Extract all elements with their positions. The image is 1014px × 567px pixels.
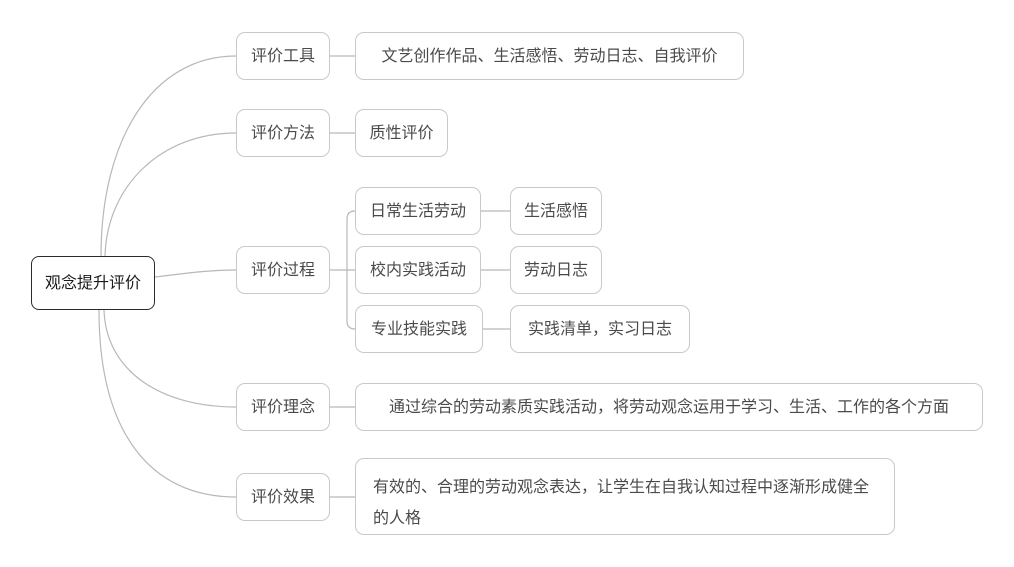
node-tool-detail[interactable]: 文艺创作作品、生活感悟、劳动日志、自我评价 xyxy=(355,32,744,80)
node-eval-concept[interactable]: 评价理念 xyxy=(236,383,330,431)
node-campus-practice[interactable]: 校内实践活动 xyxy=(355,246,481,294)
node-method-detail[interactable]: 质性评价 xyxy=(355,109,448,157)
node-life-reflection[interactable]: 生活感悟 xyxy=(510,187,602,235)
connector-process-to-daily xyxy=(346,210,356,270)
node-daily-labor[interactable]: 日常生活劳动 xyxy=(355,187,481,235)
node-root[interactable]: 观念提升评价 xyxy=(31,256,155,310)
connector-root-to-eval-concept xyxy=(103,309,237,408)
connector-root-to-eval-method xyxy=(104,132,237,257)
connector-root-to-eval-effect xyxy=(98,309,237,498)
node-eval-tool[interactable]: 评价工具 xyxy=(236,32,330,80)
node-practice-list[interactable]: 实践清单，实习日志 xyxy=(510,305,690,353)
node-eval-method[interactable]: 评价方法 xyxy=(236,109,330,157)
node-effect-detail[interactable]: 有效的、合理的劳动观念表达，让学生在自我认知过程中逐渐形成健全的人格 xyxy=(355,458,895,535)
node-professional-practice[interactable]: 专业技能实践 xyxy=(355,305,483,353)
node-labor-diary[interactable]: 劳动日志 xyxy=(510,246,602,294)
node-concept-detail[interactable]: 通过综合的劳动素质实践活动，将劳动观念运用于学习、生活、工作的各个方面 xyxy=(355,383,983,431)
connector-root-to-eval-process xyxy=(154,269,237,278)
connector-root-to-eval-tool xyxy=(100,55,237,257)
node-eval-effect[interactable]: 评价效果 xyxy=(236,473,330,521)
node-eval-process[interactable]: 评价过程 xyxy=(236,246,330,294)
connector-process-to-professional xyxy=(346,270,356,330)
